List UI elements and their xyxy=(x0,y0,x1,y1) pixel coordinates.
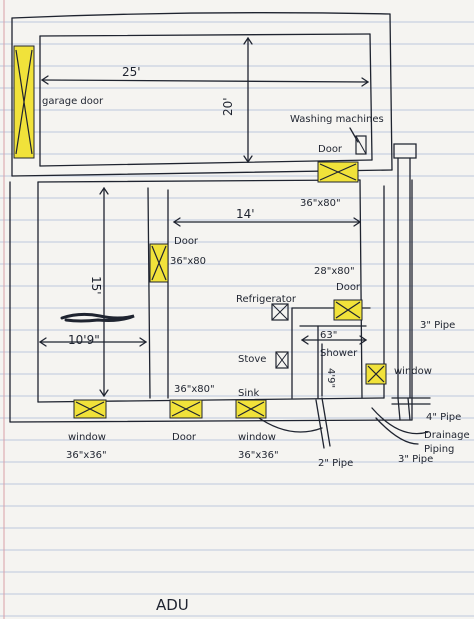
shower-width-dimension xyxy=(300,335,368,345)
pipes xyxy=(255,143,431,449)
adu-outline xyxy=(9,179,413,423)
washing-machine-box xyxy=(355,135,367,155)
room-width-label: 10'9" xyxy=(68,333,100,347)
stove-label: Stove xyxy=(238,354,266,365)
washer-door-symbol xyxy=(317,161,359,183)
sink-window-symbol xyxy=(235,399,267,419)
inner-door-label: Door xyxy=(174,236,199,247)
door-28-size-label: 28"x80" xyxy=(314,266,355,277)
sink-window-label: window xyxy=(238,432,276,443)
shower-depth-label: 4'9" xyxy=(325,368,336,388)
notebook-rules xyxy=(0,21,474,617)
left-window-symbol xyxy=(73,399,107,419)
left-window-label: window xyxy=(68,432,106,443)
shower-width-label: 63" xyxy=(320,330,337,341)
inner-door-size-label: 36"x80 xyxy=(170,256,206,267)
washer-door-label: Door xyxy=(318,144,343,155)
scribble-mark xyxy=(60,312,135,323)
adu-width-dimension xyxy=(172,217,362,227)
sink-window-size-label: 36"x36" xyxy=(238,450,279,461)
garage-width-label: 25' xyxy=(122,65,141,79)
shower-label: Shower xyxy=(320,348,358,359)
garage-door-label: garage door xyxy=(42,96,104,107)
sink-label: Sink xyxy=(238,388,259,399)
refrigerator-symbol xyxy=(271,303,289,321)
pipe-2-label: 2" Pipe xyxy=(318,458,353,469)
washing-machines-label: Washing machines xyxy=(290,114,384,125)
adu-width-label: 14' xyxy=(236,207,255,221)
openings xyxy=(13,45,387,419)
garage-depth-dimension xyxy=(243,36,253,164)
annotations: 25' 20' garage door Washing machines Doo… xyxy=(42,65,470,614)
piping-label: Piping xyxy=(424,444,454,455)
pipe-3-right-label: 3" Pipe xyxy=(420,320,455,331)
right-window-label: window xyxy=(394,366,432,377)
front-door-label: Door xyxy=(172,432,197,443)
right-window-symbol xyxy=(365,363,387,385)
washer-door-size-label: 36"x80" xyxy=(300,198,341,209)
pipe-4-label: 4" Pipe xyxy=(426,412,461,423)
garage-width-dimension xyxy=(40,75,370,87)
adu-depth-label: 15' xyxy=(89,276,103,295)
stove-symbol xyxy=(275,351,289,369)
washer-leader xyxy=(349,127,359,143)
garage-depth-label: 20' xyxy=(221,97,235,116)
bath-door-symbol xyxy=(333,299,363,321)
door-28-label: Door xyxy=(336,282,361,293)
room-width-dimension xyxy=(38,337,148,347)
drainage-label: Drainage xyxy=(424,430,470,441)
inner-door-symbol xyxy=(149,243,169,283)
refrigerator-label: Refrigerator xyxy=(236,294,297,305)
pipe-3-bottom-label: 3" Pipe xyxy=(398,454,433,465)
drawing-title: ADU xyxy=(156,596,189,614)
front-door-size-label: 36"x80" xyxy=(174,384,215,395)
garage-door-symbol xyxy=(13,45,35,159)
left-window-size-label: 36"x36" xyxy=(66,450,107,461)
front-door-symbol xyxy=(169,399,203,419)
adu-depth-dimension xyxy=(99,186,109,398)
